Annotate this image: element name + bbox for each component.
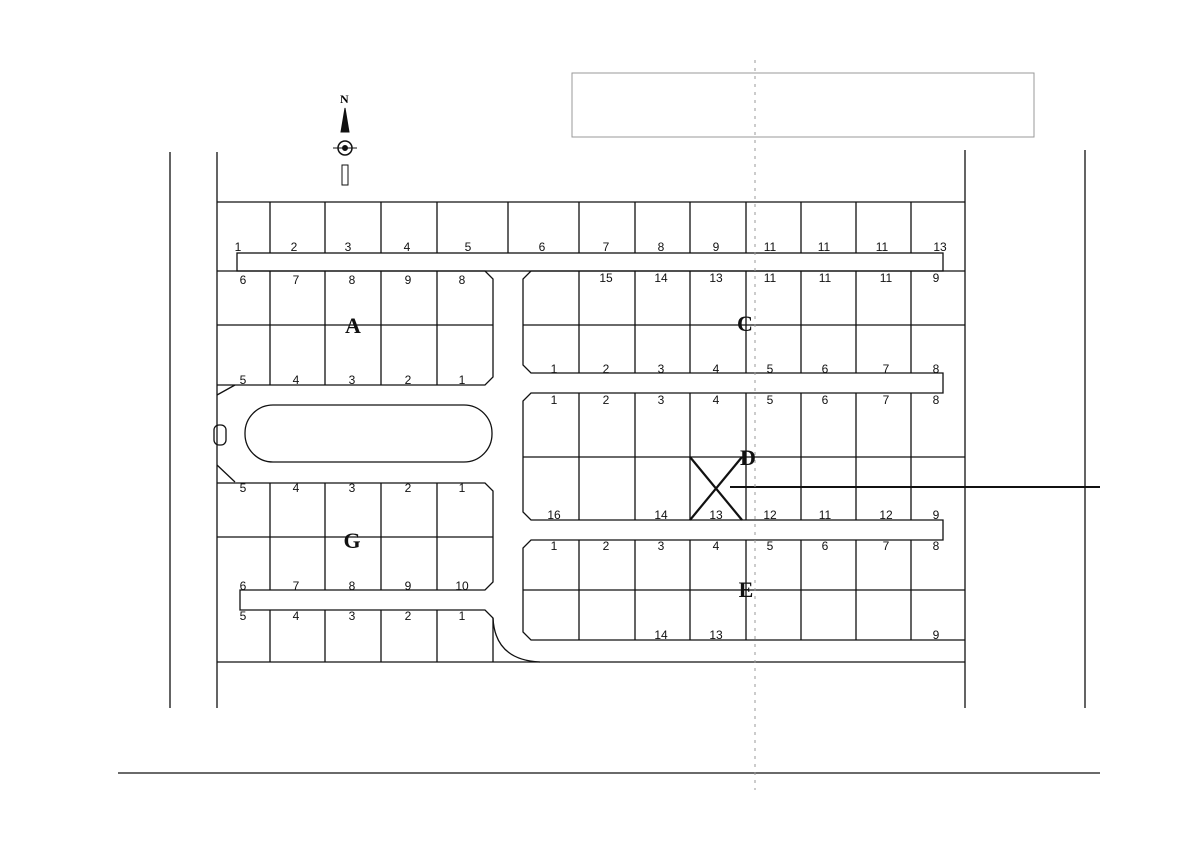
lot-number: 2: [290, 240, 298, 254]
title-box: [571, 72, 1035, 138]
lot-number: 2: [602, 539, 610, 553]
lot-number: 12: [879, 508, 893, 522]
lot-number: 2: [404, 481, 412, 495]
lot-number: 2: [602, 362, 610, 376]
x-mark: [689, 456, 743, 521]
block-label-e: E: [738, 577, 754, 602]
lot-number: 7: [292, 579, 300, 593]
lot-number: 3: [657, 362, 665, 376]
lot-number: 11: [818, 508, 832, 522]
lot-number: 7: [882, 539, 890, 553]
lot-number: 15: [599, 271, 613, 285]
north-arrow-icon: [333, 107, 357, 186]
lot-number: 2: [602, 393, 610, 407]
lot-number: 8: [657, 240, 665, 254]
lot-number: 3: [344, 240, 352, 254]
lot-number: 14: [654, 271, 668, 285]
lot-number: 11: [879, 271, 893, 285]
lot-number: 8: [348, 273, 356, 287]
lot-number: 1: [458, 481, 466, 495]
lot-number: 13: [709, 508, 723, 522]
lot-number: 3: [348, 373, 356, 387]
lot-number: 6: [239, 273, 247, 287]
lot-number: 3: [348, 481, 356, 495]
lot-number: 4: [712, 393, 720, 407]
road-top: [236, 252, 944, 272]
north-label: N: [340, 92, 349, 106]
lot-number: 11: [818, 271, 832, 285]
lot-number: 1: [550, 362, 558, 376]
lot-number: 5: [464, 240, 472, 254]
lot-number: 4: [712, 362, 720, 376]
lot-number: 9: [932, 628, 940, 642]
lot-number: 8: [458, 273, 466, 287]
lot-number: 14: [654, 508, 668, 522]
lot-number: 3: [657, 539, 665, 553]
lot-number: 4: [292, 609, 300, 623]
lot-number: 11: [763, 240, 777, 254]
lot-number: 1: [550, 393, 558, 407]
lot-number: 6: [821, 539, 829, 553]
lot-number: 4: [292, 373, 300, 387]
lot-number: 6: [821, 393, 829, 407]
lot-number: 11: [875, 240, 889, 254]
lot-number: 13: [933, 240, 947, 254]
lot-number: 6: [538, 240, 546, 254]
lot-number: 6: [821, 362, 829, 376]
lot-number: 5: [766, 539, 774, 553]
lot-number: 6: [239, 579, 247, 593]
block-label-d: D: [740, 445, 756, 470]
lot-number: 1: [550, 539, 558, 553]
lot-number: 9: [712, 240, 720, 254]
lot-number: 3: [348, 609, 356, 623]
lot-number: 5: [766, 362, 774, 376]
lot-number: 16: [547, 508, 561, 522]
block-label-a: A: [345, 313, 361, 338]
lot-number: 7: [292, 273, 300, 287]
lot-number: 8: [932, 539, 940, 553]
lot-number: 4: [292, 481, 300, 495]
lot-number: 13: [709, 628, 723, 642]
lot-number: 2: [404, 373, 412, 387]
lot-number: 9: [404, 579, 412, 593]
lot-number: 9: [404, 273, 412, 287]
lot-number: 4: [403, 240, 411, 254]
lot-number: 11: [817, 240, 831, 254]
lot-number: 4: [712, 539, 720, 553]
lot-number: 10: [455, 579, 469, 593]
lot-number: 3: [657, 393, 665, 407]
block-label-g: G: [343, 528, 361, 553]
lot-number: 7: [882, 393, 890, 407]
lot-number: 1: [458, 609, 466, 623]
lot-number: 14: [654, 628, 668, 642]
lot-number: 5: [239, 609, 247, 623]
lot-number: 11: [763, 271, 777, 285]
block-label-c: C: [737, 311, 753, 336]
block-a-outline: [217, 270, 494, 386]
lot-number: 1: [458, 373, 466, 387]
lot-number: 5: [239, 481, 247, 495]
lot-number: 8: [932, 393, 940, 407]
lot-number: 5: [766, 393, 774, 407]
oval-park: [244, 404, 493, 463]
lot-number: 9: [932, 508, 940, 522]
lot-number: 5: [239, 373, 247, 387]
lot-number: 7: [882, 362, 890, 376]
lot-number: 8: [932, 362, 940, 376]
lot-number: 1: [234, 240, 242, 254]
lot-number: 8: [348, 579, 356, 593]
lot-number: 2: [404, 609, 412, 623]
lot-number: 13: [709, 271, 723, 285]
lot-number: 9: [932, 271, 940, 285]
lot-number: 7: [602, 240, 610, 254]
lot-number: 12: [763, 508, 777, 522]
